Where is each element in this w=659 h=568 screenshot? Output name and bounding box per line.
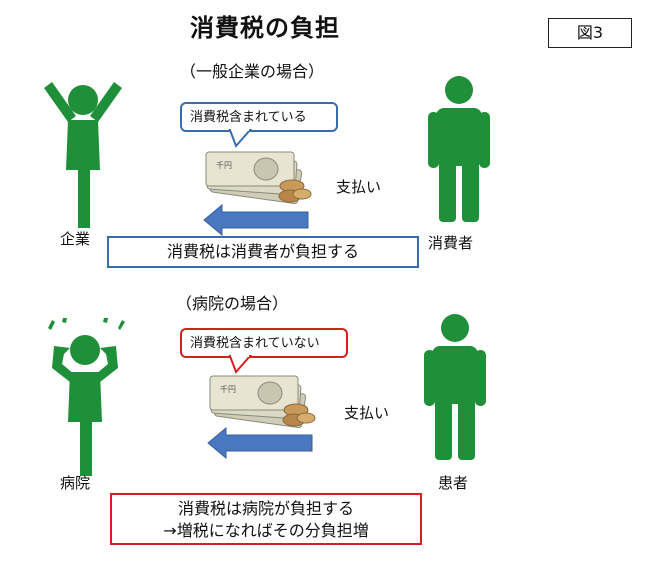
speech-bubble-not-included: 消費税含まれていない (180, 328, 348, 358)
speech-text: 消費税含まれている (190, 110, 307, 125)
speech-tail-icon (228, 354, 253, 374)
patient-label: 患者 (438, 474, 469, 492)
company-person-icon (44, 82, 122, 228)
figure-label: 図3 (548, 18, 632, 48)
summary-box-consumer: 消費税は消費者が負担する (107, 236, 419, 268)
company-label: 企業 (60, 230, 91, 248)
section2-subtitle: （病院の場合） (176, 294, 289, 313)
speech-bubble-included: 消費税含まれている (180, 102, 338, 132)
summary-box-hospital: 消費税は病院が負担する →増税になればその分負担増 (110, 493, 422, 545)
hospital-label: 病院 (60, 474, 91, 492)
svg-text:千円: 千円 (216, 160, 232, 170)
summary-text: 消費税は消費者が負担する (166, 242, 359, 261)
money-icon: 千円 (209, 375, 316, 429)
arrow-left-icon (207, 426, 313, 460)
section1-subtitle: （一般企業の場合） (180, 62, 325, 81)
payment-label: 支払い (344, 404, 390, 422)
summary-text-line1: 消費税は病院が負担する (177, 499, 354, 518)
money-icon: 千円 (205, 151, 312, 205)
payment-label: 支払い (336, 178, 382, 196)
summary-text-line2: →増税になればその分負担増 (163, 521, 369, 540)
speech-text: 消費税含まれていない (190, 336, 320, 351)
arrow-left-icon (203, 203, 309, 237)
consumer-person-icon (428, 76, 490, 222)
speech-tail-icon (228, 128, 253, 148)
patient-person-icon (424, 314, 486, 460)
consumer-label: 消費者 (428, 234, 474, 252)
hospital-person-icon (48, 318, 125, 476)
diagram-title: 消費税の負担 (190, 14, 340, 42)
svg-text:千円: 千円 (220, 384, 236, 394)
